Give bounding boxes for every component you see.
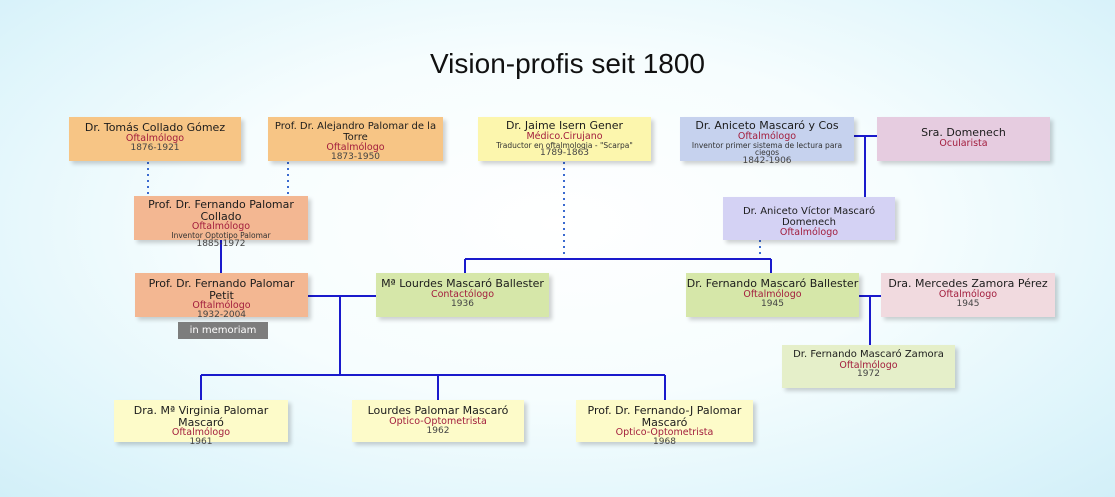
person-fernando-palomar-collado: Prof. Dr. Fernando Palomar Collado Oftal… <box>134 196 308 249</box>
person-profession: Contactólogo <box>430 288 495 300</box>
person-years: 1945 <box>956 298 980 309</box>
person-name: Dr. Aniceto Víctor Mascaró Domenech <box>742 206 876 228</box>
person-name: Dr. Fernando Mascaró Ballester <box>686 277 859 290</box>
person-profession: Oftalmólogo <box>779 227 839 238</box>
person-note: Inventor Optotipo Palomar <box>171 231 271 241</box>
person-sra-domenech: Sra. Domenech Ocularista <box>877 117 1050 161</box>
person-years: 1962 <box>426 425 450 436</box>
person-fernando-j-palomar: Prof. Dr. Fernando-J Palomar Mascaró Opt… <box>576 400 753 447</box>
person-name: Prof. Dr. Alejandro Palomar de la Torre <box>274 121 437 143</box>
person-years: 1789-1863 <box>539 148 590 159</box>
person-years: 1873-1950 <box>330 151 381 162</box>
person-profession: Oftalmólogo <box>743 288 802 300</box>
person-years: 1936 <box>451 298 474 309</box>
memoriam-badge: in memoriam <box>178 322 268 339</box>
person-name: Prof. Dr. Fernando-J Palomar Mascaró <box>587 404 742 429</box>
person-profession: Ocularista <box>939 137 988 149</box>
person-profession: Oftalmólogo <box>326 142 385 153</box>
person-profession: Oftalmólogo <box>191 221 251 233</box>
person-note: Traductor en oftalmologia - "Scarpa" <box>496 140 633 150</box>
person-name: Dr. Tomás Collado Gómez <box>84 121 226 134</box>
person-years: 1932-2004 <box>196 310 247 321</box>
person-jaime-isern: Dr. Jaime Isern Gener Médico.Cirujano Tr… <box>478 117 651 161</box>
person-fernando-mascaro-zamora: Dr. Fernando Mascaró Zamora Oftalmólogo … <box>782 345 955 388</box>
person-mercedes-zamora: Dra. Mercedes Zamora Pérez Oftalmólogo 1… <box>881 273 1055 317</box>
person-profession: Oftalmólogo <box>839 359 898 371</box>
person-note: Inventor primer sistema de lectura para … <box>691 140 843 158</box>
person-name: Dr. Fernando Mascaró Zamora <box>793 349 944 360</box>
person-aniceto-mascaro: Dr. Aniceto Mascaró y Cos Oftalmólogo In… <box>680 117 854 166</box>
person-profession: Oftalmólogo <box>192 300 251 312</box>
person-profession: Oftalmólogo <box>938 288 998 300</box>
person-name: Dra. Mercedes Zamora Pérez <box>888 277 1048 290</box>
person-aniceto-victor-mascaro: Dr. Aniceto Víctor Mascaró Domenech Ofta… <box>723 197 895 240</box>
person-years: 1876-1921 <box>130 142 180 153</box>
person-name: Dr. Jaime Isern Gener <box>505 119 624 132</box>
person-lourdes-mascaro-ballester: Mª Lourdes Mascaró Ballester Contactólog… <box>376 273 549 317</box>
person-fernando-palomar-petit: Prof. Dr. Fernando Palomar Petit Oftalmó… <box>135 273 308 321</box>
person-virginia-palomar: Dra. Mª Virginia Palomar Mascaró Oftalmó… <box>114 400 288 447</box>
person-years: 1961 <box>189 437 213 448</box>
person-name: Dr. Aniceto Mascaró y Cos <box>695 119 839 132</box>
person-years: 1842-1906 <box>742 156 792 167</box>
person-years: 1945 <box>761 298 784 309</box>
page-title: Vision-profis seit 1800 <box>430 48 705 79</box>
person-profession: Oftalmólogo <box>171 427 231 439</box>
person-years: 1885-1972 <box>196 238 246 249</box>
person-lourdes-palomar: Lourdes Palomar Mascaró Optico-Optometri… <box>352 400 524 442</box>
person-profession: Médico.Cirujano <box>526 130 603 142</box>
person-name: Prof. Dr. Fernando Palomar Collado <box>148 198 294 223</box>
person-years: 1968 <box>653 437 676 448</box>
person-alejandro-palomar: Prof. Dr. Alejandro Palomar de la Torre … <box>268 117 443 162</box>
person-profession: Optico-Optometrista <box>615 427 714 439</box>
person-profession: Optico-Optometrista <box>389 415 487 427</box>
person-tomas-collado: Dr. Tomás Collado Gómez Oftalmólogo 1876… <box>69 117 241 161</box>
person-name: Mª Lourdes Mascaró Ballester <box>381 277 544 290</box>
person-profession: Oftalmólogo <box>125 132 185 144</box>
person-name: Dra. Mª Virginia Palomar Mascaró <box>133 404 269 429</box>
person-years: 1972 <box>857 369 880 380</box>
person-profession: Oftalmólogo <box>737 130 797 142</box>
person-name: Prof. Dr. Fernando Palomar Petit <box>148 277 295 302</box>
person-name: Lourdes Palomar Mascaró <box>367 404 509 417</box>
person-name: Sra. Domenech <box>921 126 1006 139</box>
person-fernando-mascaro-ballester: Dr. Fernando Mascaró Ballester Oftalmólo… <box>686 273 859 317</box>
